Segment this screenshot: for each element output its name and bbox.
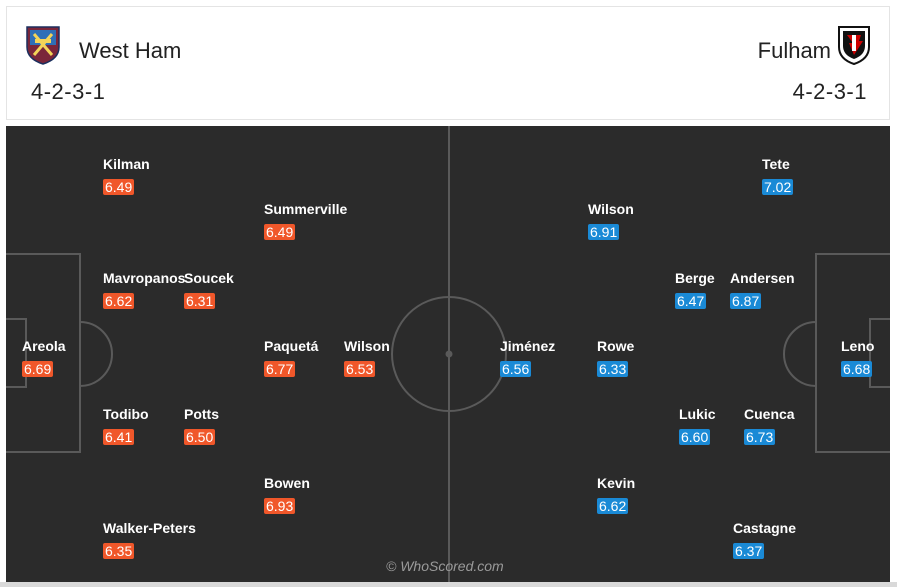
away-player[interactable]: Wilson 6.91 xyxy=(588,201,668,242)
player-name: Kilman xyxy=(103,156,150,172)
away-team-name[interactable]: Fulham xyxy=(757,38,831,63)
home-player[interactable]: Wilson 6.53 xyxy=(344,338,424,379)
player-name: Wilson xyxy=(588,201,634,217)
player-name: Todibo xyxy=(103,406,149,422)
player-name: Tete xyxy=(762,156,790,172)
player-rating: 7.02 xyxy=(762,179,794,195)
player-rating: 6.62 xyxy=(103,293,135,309)
away-formation: 4-2-3-1 xyxy=(792,79,867,104)
player-rating: 6.47 xyxy=(675,293,707,309)
home-player[interactable]: Kilman 6.49 xyxy=(103,156,183,197)
player-rating: 6.35 xyxy=(103,543,135,559)
player-rating: 6.33 xyxy=(597,361,629,377)
player-name: Jiménez xyxy=(500,338,556,354)
player-rating: 6.77 xyxy=(264,361,296,377)
away-player[interactable]: Castagne 6.37 xyxy=(733,520,813,561)
player-name: Potts xyxy=(184,406,219,422)
player-name: Rowe xyxy=(597,338,635,354)
player-name: Soucek xyxy=(184,270,234,286)
player-name: Berge xyxy=(675,270,715,286)
home-player[interactable]: Walker-Peters 6.35 xyxy=(103,520,196,561)
home-formation: 4-2-3-1 xyxy=(31,79,106,104)
home-player[interactable]: Potts 6.50 xyxy=(184,406,264,447)
pitch: Areola 6.69 Kilman 6.49 Mavropanos 6.62 … xyxy=(6,126,890,584)
player-name: Andersen xyxy=(730,270,795,286)
home-player[interactable]: Summerville 6.49 xyxy=(264,201,348,242)
player-rating: 6.91 xyxy=(588,224,620,240)
player-name: Lukic xyxy=(679,406,716,422)
player-name: Castagne xyxy=(733,520,797,536)
player-rating: 6.93 xyxy=(264,498,296,514)
player-rating: 6.60 xyxy=(679,429,711,445)
pitch-markings xyxy=(6,126,890,584)
player-rating: 6.37 xyxy=(733,543,765,559)
player-rating: 6.53 xyxy=(344,361,376,377)
away-player[interactable]: Berge 6.47 xyxy=(675,270,755,311)
whoscored-watermark: © WhoScored.com xyxy=(386,558,504,574)
away-player[interactable]: Jiménez 6.56 xyxy=(500,338,580,379)
away-player[interactable]: Leno 6.68 xyxy=(841,338,890,379)
lineup-header: West Ham 4-2-3-1 Fulham 4-2-3-1 xyxy=(6,6,890,120)
player-rating: 6.41 xyxy=(103,429,135,445)
player-name: Mavropanos xyxy=(103,270,186,286)
player-rating: 6.49 xyxy=(264,224,296,240)
home-player[interactable]: Areola 6.69 xyxy=(22,338,102,379)
player-name: Summerville xyxy=(264,201,348,217)
player-rating: 6.73 xyxy=(744,429,776,445)
player-name: Wilson xyxy=(344,338,390,354)
west-ham-crest-icon xyxy=(26,26,60,65)
player-name: Bowen xyxy=(264,475,310,491)
home-player[interactable]: Paquetá 6.77 xyxy=(264,338,344,379)
away-player[interactable]: Tete 7.02 xyxy=(762,156,842,197)
home-player[interactable]: Todibo 6.41 xyxy=(103,406,183,447)
player-name: Walker-Peters xyxy=(103,520,196,536)
away-player[interactable]: Kevin 6.62 xyxy=(597,475,677,516)
home-player[interactable]: Soucek 6.31 xyxy=(184,270,264,311)
away-player[interactable]: Lukic 6.60 xyxy=(679,406,759,447)
away-player[interactable]: Andersen 6.87 xyxy=(730,270,810,311)
player-name: Areola xyxy=(22,338,66,354)
player-rating: 6.49 xyxy=(103,179,135,195)
player-name: Cuenca xyxy=(744,406,795,422)
home-player[interactable]: Mavropanos 6.62 xyxy=(103,270,186,311)
away-player[interactable]: Cuenca 6.73 xyxy=(744,406,824,447)
player-rating: 6.50 xyxy=(184,429,216,445)
player-name: Kevin xyxy=(597,475,636,491)
player-name: Paquetá xyxy=(264,338,319,354)
player-rating: 6.56 xyxy=(500,361,532,377)
player-rating: 6.31 xyxy=(184,293,216,309)
player-rating: 6.68 xyxy=(841,361,873,377)
player-name: Leno xyxy=(841,338,875,354)
bottom-border xyxy=(0,582,897,587)
home-team-name[interactable]: West Ham xyxy=(79,38,182,63)
fulham-crest-icon xyxy=(838,26,870,65)
away-player[interactable]: Rowe 6.33 xyxy=(597,338,677,379)
player-rating: 6.87 xyxy=(730,293,762,309)
player-rating: 6.62 xyxy=(597,498,629,514)
home-player[interactable]: Bowen 6.93 xyxy=(264,475,344,516)
player-rating: 6.69 xyxy=(22,361,54,377)
